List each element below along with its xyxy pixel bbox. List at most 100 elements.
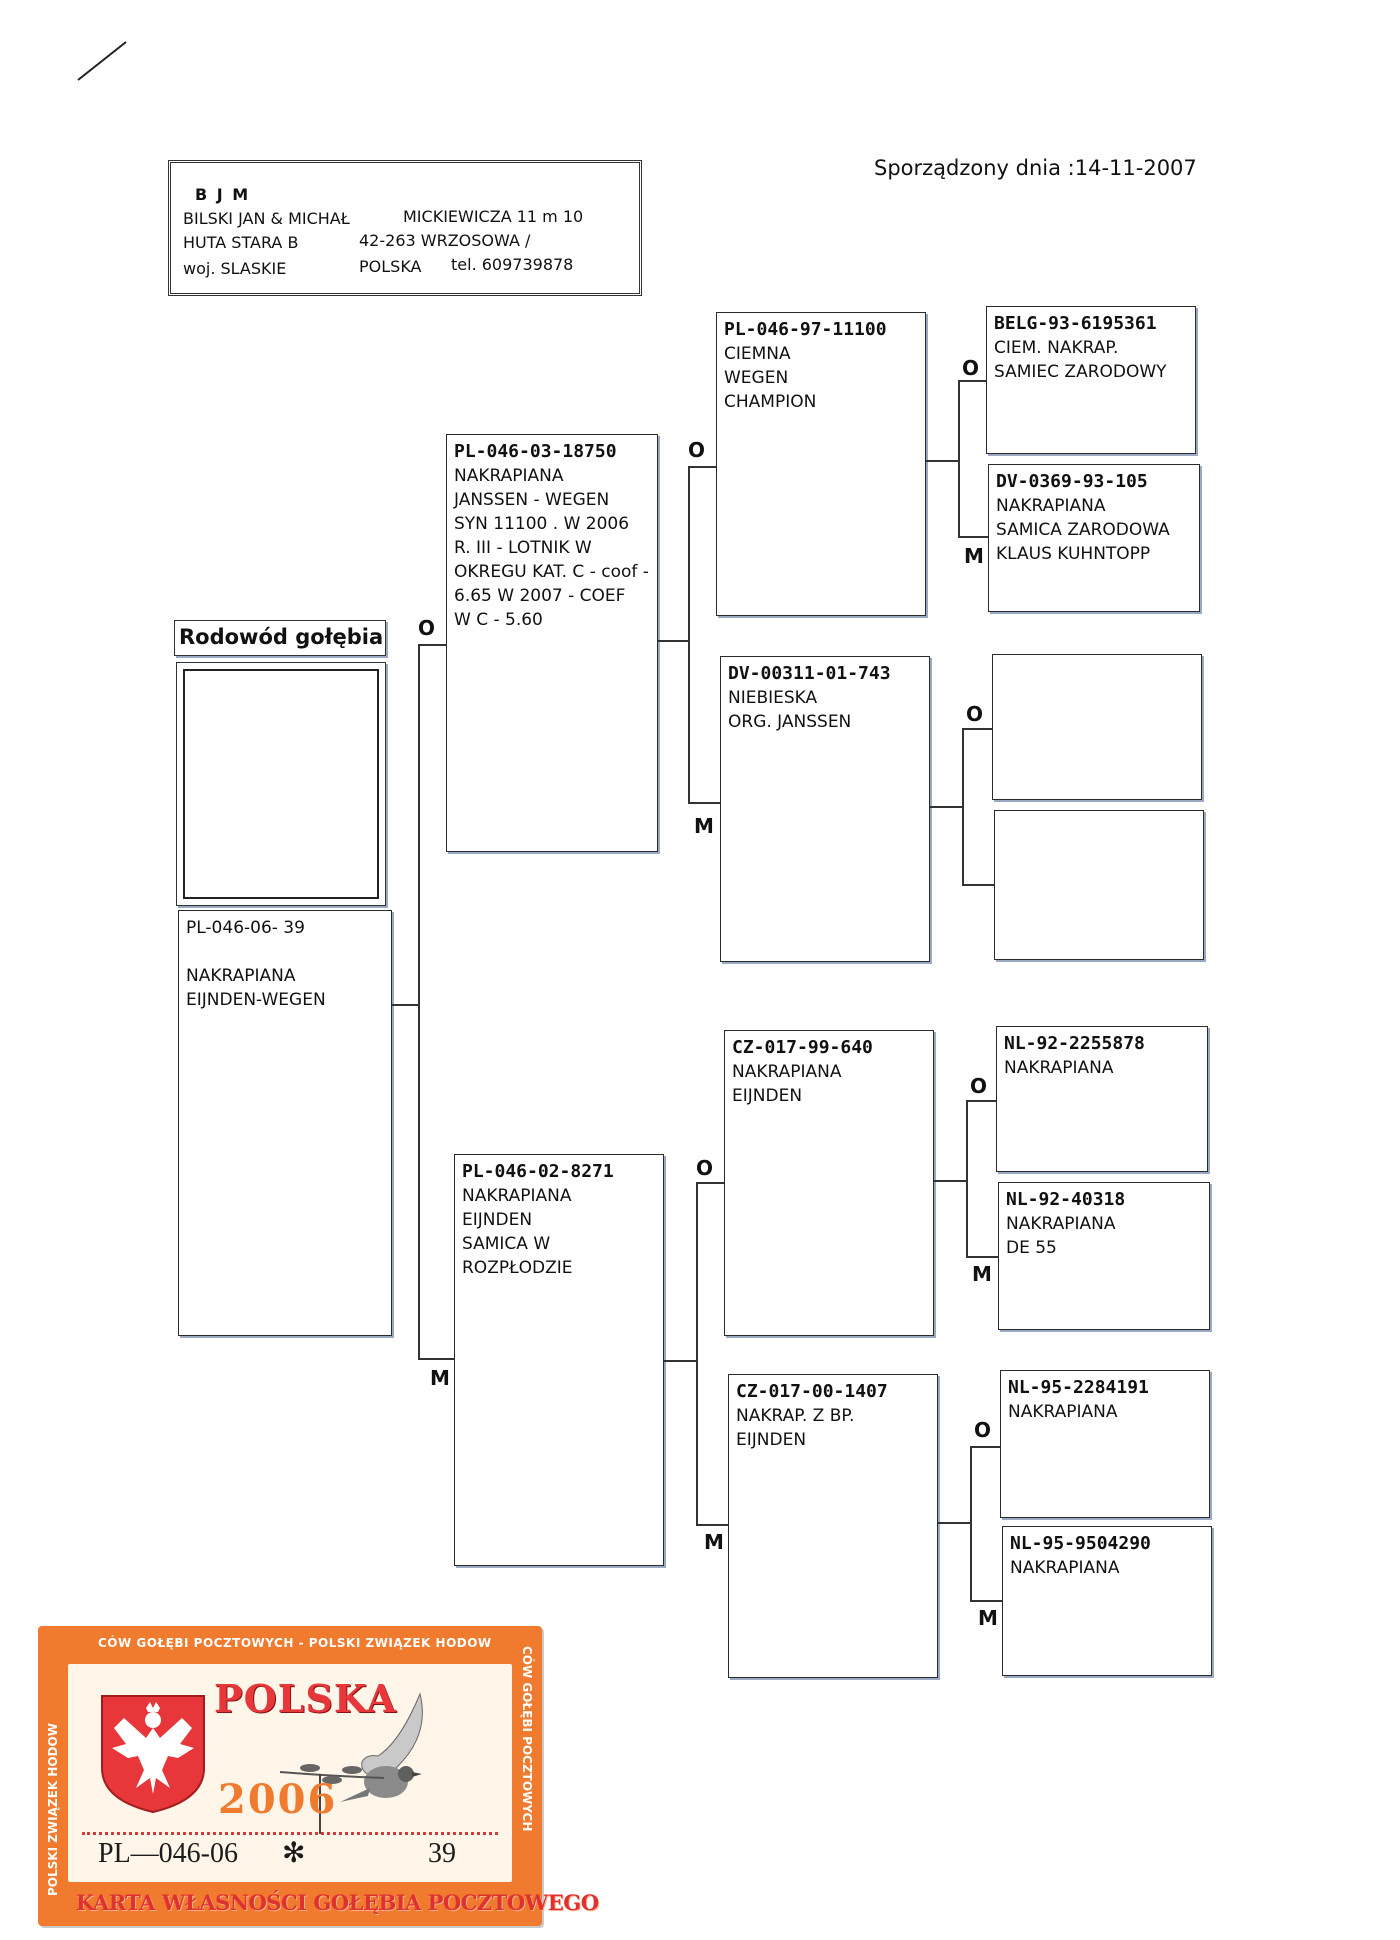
father-line-7: W C - 5.60 — [454, 610, 543, 630]
connector — [958, 380, 986, 382]
connector — [696, 1182, 698, 1526]
fm-box: DV-00311-01-743 NIEBIESKA ORG. JANSSEN — [720, 656, 930, 962]
mf-line-1: NAKRAPIANA — [732, 1062, 842, 1082]
ownership-card: CÓW GOŁĘBI POCZTOWYCH - POLSKI ZWIĄZEK H… — [38, 1626, 599, 1926]
card-ring-prefix: PL—046-06 — [98, 1838, 238, 1869]
card-top-text: CÓW GOŁĘBI POCZTOWYCH - POLSKI ZWIĄZEK H… — [98, 1636, 492, 1650]
ff-label: O — [688, 438, 706, 462]
connector — [418, 644, 446, 646]
connector — [696, 1524, 728, 1526]
mf-box: CZ-017-99-640 NAKRAPIANA EIJNDEN — [724, 1030, 934, 1336]
mff-label: O — [970, 1074, 988, 1098]
connector — [688, 466, 716, 468]
mother-line-4: ROZPŁODZIE — [462, 1258, 573, 1278]
card-right-text: CÓW GOŁĘBI POCZTOWYCH — [520, 1646, 534, 1832]
mmm-label: M — [978, 1606, 998, 1630]
fmf-label: O — [966, 702, 984, 726]
fff-line-2: SAMIEC ZARODOWY — [994, 362, 1167, 382]
mother-ring: PL-046-02-8271 — [462, 1161, 614, 1182]
owner-phone: tel. 609739878 — [451, 255, 574, 274]
mother-line-2: EIJNDEN — [462, 1210, 533, 1230]
connector — [962, 728, 992, 730]
subject-line-1: NAKRAPIANA — [186, 966, 296, 986]
pigeon-photo — [183, 669, 379, 899]
card-country: POLSKA — [214, 1676, 397, 1721]
connector — [970, 1600, 1002, 1602]
ff-line-2: WEGEN — [724, 368, 789, 388]
ffm-line-2: SAMICA ZARODOWA — [996, 520, 1170, 540]
subject-box: PL-046-06- 39 NAKRAPIANA EIJNDEN-WEGEN — [178, 910, 392, 1336]
fm-line-1: NIEBIESKA — [728, 688, 818, 708]
card-inner-panel: POLSKA 2006 PL—046-06 ✻ 39 — [68, 1664, 512, 1882]
owner-code: B J M — [195, 185, 251, 204]
connector — [696, 1182, 724, 1184]
pen-mark — [77, 41, 127, 81]
fm-line-2: ORG. JANSSEN — [728, 712, 852, 732]
card-year: 2006 — [218, 1776, 338, 1823]
ffm-ring: DV-0369-93-105 — [996, 471, 1148, 492]
mmm-box: NL-95-9504290 NAKRAPIANA — [1002, 1526, 1212, 1676]
mf-line-2: EIJNDEN — [732, 1086, 803, 1106]
mmm-line-1: NAKRAPIANA — [1010, 1558, 1120, 1578]
ffm-line-3: KLAUS KUHNTOPP — [996, 544, 1151, 564]
mm-line-2: EIJNDEN — [736, 1430, 807, 1450]
connector — [418, 1358, 454, 1360]
connector — [970, 1446, 972, 1602]
card-bottom-title: KARTA WŁASNOŚCI GOŁĘBIA POCZTOWEGO — [76, 1890, 599, 1915]
mm-box: CZ-017-00-1407 NAKRAP. Z BP. EIJNDEN — [728, 1374, 938, 1678]
connector — [958, 536, 988, 538]
father-line-5: OKREGU KAT. C - coof - — [454, 562, 649, 582]
owner-names: BILSKI JAN & MICHAŁ — [183, 209, 350, 228]
ff-ring: PL-046-97-11100 — [724, 319, 887, 340]
connector — [688, 466, 690, 804]
fmf-box — [992, 654, 1202, 800]
owner-village: HUTA STARA B — [183, 233, 299, 252]
connector — [392, 1004, 420, 1006]
father-box: PL-046-03-18750 NAKRAPIANA JANSSEN - WEG… — [446, 434, 658, 852]
connector — [418, 644, 420, 1360]
fff-box: BELG-93-6195361 CIEM. NAKRAP. SAMIEC ZAR… — [986, 306, 1196, 454]
mff-ring: NL-92-2255878 — [1004, 1033, 1145, 1054]
fm-ring: DV-00311-01-743 — [728, 663, 891, 684]
mf-ring: CZ-017-99-640 — [732, 1037, 873, 1058]
connector — [962, 728, 964, 886]
mmf-label: O — [974, 1418, 992, 1442]
connector — [664, 1360, 698, 1362]
mff-box: NL-92-2255878 NAKRAPIANA — [996, 1026, 1208, 1172]
pedigree-title: Rodowód gołębia — [174, 620, 386, 656]
father-line-2: JANSSEN - WEGEN — [454, 490, 610, 510]
connector — [962, 884, 994, 886]
connector — [966, 1256, 998, 1258]
father-line-4: R. III - LOTNIK W — [454, 538, 592, 558]
card-ring-seq: 39 — [428, 1838, 456, 1869]
owner-country: POLSKA — [359, 257, 422, 276]
connector — [926, 460, 960, 462]
dotted-band — [82, 1832, 498, 1840]
ff-line-1: CIEMNA — [724, 344, 791, 364]
ff-box: PL-046-97-11100 CIEMNA WEGEN CHAMPION — [716, 312, 926, 616]
father-line-3: SYN 11100 . W 2006 — [454, 514, 630, 534]
ffm-label: M — [964, 544, 984, 568]
mother-label: M — [430, 1366, 450, 1390]
dove-icon — [280, 1692, 423, 1834]
connector — [930, 806, 964, 808]
mother-line-1: NAKRAPIANA — [462, 1186, 572, 1206]
connector — [958, 380, 960, 538]
eagle-emblem-icon — [101, 1695, 205, 1814]
mmf-line-1: NAKRAPIANA — [1008, 1402, 1118, 1422]
connector — [934, 1180, 968, 1182]
pigeon-photo-frame — [176, 662, 386, 906]
mother-box: PL-046-02-8271 NAKRAPIANA EIJNDEN SAMICA… — [454, 1154, 664, 1566]
mfm-label: M — [972, 1262, 992, 1286]
mother-line-3: SAMICA W — [462, 1234, 551, 1254]
mmm-ring: NL-95-9504290 — [1010, 1533, 1151, 1554]
mf-label: O — [696, 1156, 714, 1180]
connector — [966, 1100, 968, 1258]
mfm-box: NL-92-40318 NAKRAPIANA DE 55 — [998, 1182, 1210, 1330]
date-line: Sporządzony dnia :14-11-2007 — [874, 156, 1197, 180]
mfm-line-2: DE 55 — [1006, 1238, 1057, 1258]
mff-line-1: NAKRAPIANA — [1004, 1058, 1114, 1078]
owner-postal: 42-263 WRZOSOWA / — [359, 231, 531, 250]
mm-ring: CZ-017-00-1407 — [736, 1381, 888, 1402]
connector — [970, 1446, 1000, 1448]
